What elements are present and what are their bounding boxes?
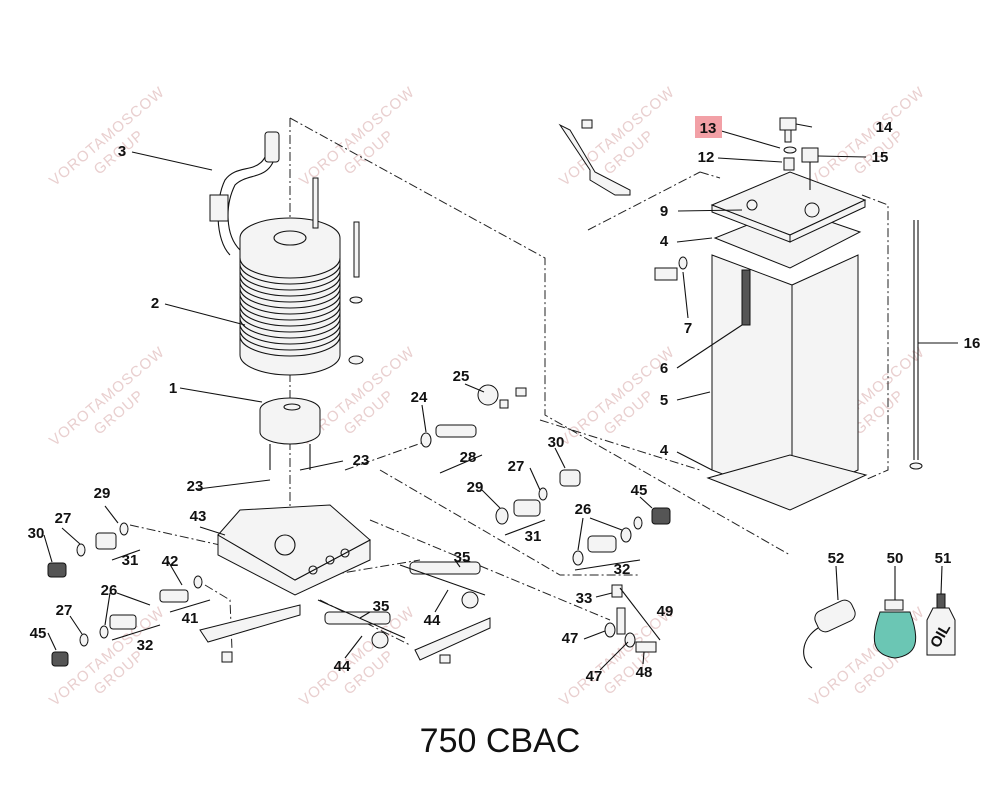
callout-15: 15 [872,149,889,166]
callout-35: 35 [373,598,390,615]
watermark-text: VOROTAMOSCOW [46,343,168,449]
callout-13: 13 [700,120,717,137]
motor-rib [239,335,341,357]
callout-48: 48 [636,664,653,681]
callout-47: 47 [562,630,579,647]
fittings-center [324,384,671,664]
fittings-left [47,522,203,667]
callout-45: 45 [30,625,47,642]
callout-27: 27 [56,602,73,619]
motor-assembly [209,131,364,376]
callout-7: 7 [684,320,692,337]
callout-31: 31 [525,528,542,545]
motor-rib [239,311,341,333]
callout-16: 16 [964,335,981,352]
callout-29: 29 [94,485,111,502]
callout-25: 25 [453,368,470,385]
callout-47: 47 [586,668,603,685]
callout-45: 45 [631,482,648,499]
grease-bag [873,611,917,659]
motor-rib [239,287,341,309]
callout-2: 2 [151,295,159,312]
callout-44: 44 [334,658,351,675]
callout-30: 30 [28,525,45,542]
hardware [558,117,923,470]
callout-23: 23 [353,452,370,469]
accessories: OIL [803,593,956,669]
motor-rib [239,317,341,339]
motor-rib [239,263,341,285]
callout-14: 14 [876,119,893,136]
callout-50: 50 [887,550,904,567]
callout-49: 49 [657,603,674,620]
callout-41: 41 [182,610,199,627]
watermark-text: VOROTAMOSCOW [806,83,928,189]
pump [259,397,321,470]
motor-rib [239,329,341,351]
callout-30: 30 [548,434,565,451]
callout-29: 29 [467,479,484,496]
callout-31: 31 [122,552,139,569]
highlight-box [695,116,722,138]
callout-24: 24 [411,389,428,406]
callout-52: 52 [828,550,845,567]
motor-rib [239,293,341,315]
callout-5: 5 [660,392,668,409]
motor-rib [239,257,341,279]
callout-9: 9 [660,203,668,220]
callout-35: 35 [454,549,471,566]
callout-6: 6 [660,360,668,377]
leader-lines [43,123,958,671]
callout-4: 4 [660,233,669,250]
callout-4: 4 [660,442,669,459]
callout-32: 32 [614,561,631,578]
motor-rib [239,281,341,303]
callout-3: 3 [118,143,126,160]
callout-26: 26 [575,501,592,518]
watermark-text: VOROTAMOSCOW [46,83,168,189]
motor-rib [239,305,341,327]
motor-rib [239,299,341,321]
callout-32: 32 [137,637,154,654]
callout-43: 43 [190,508,207,525]
callout-12: 12 [698,149,715,166]
oil-tank [706,171,868,511]
motor-rib [239,269,341,291]
callout-27: 27 [508,458,525,475]
callout-33: 33 [576,590,593,607]
callout-27: 27 [55,510,72,527]
watermark-text: VOROTAMOSCOW [296,83,418,189]
callout-26: 26 [101,582,118,599]
callout-28: 28 [460,449,477,466]
valve-body [199,504,371,663]
model-title: 750 CBAC [420,722,581,760]
callout-23: 23 [187,478,204,495]
motor-rib [239,323,341,345]
callout-1: 1 [169,380,177,397]
callout-44: 44 [424,612,441,629]
callout-51: 51 [935,550,952,567]
callout-42: 42 [162,553,179,570]
motor-rib [239,275,341,297]
